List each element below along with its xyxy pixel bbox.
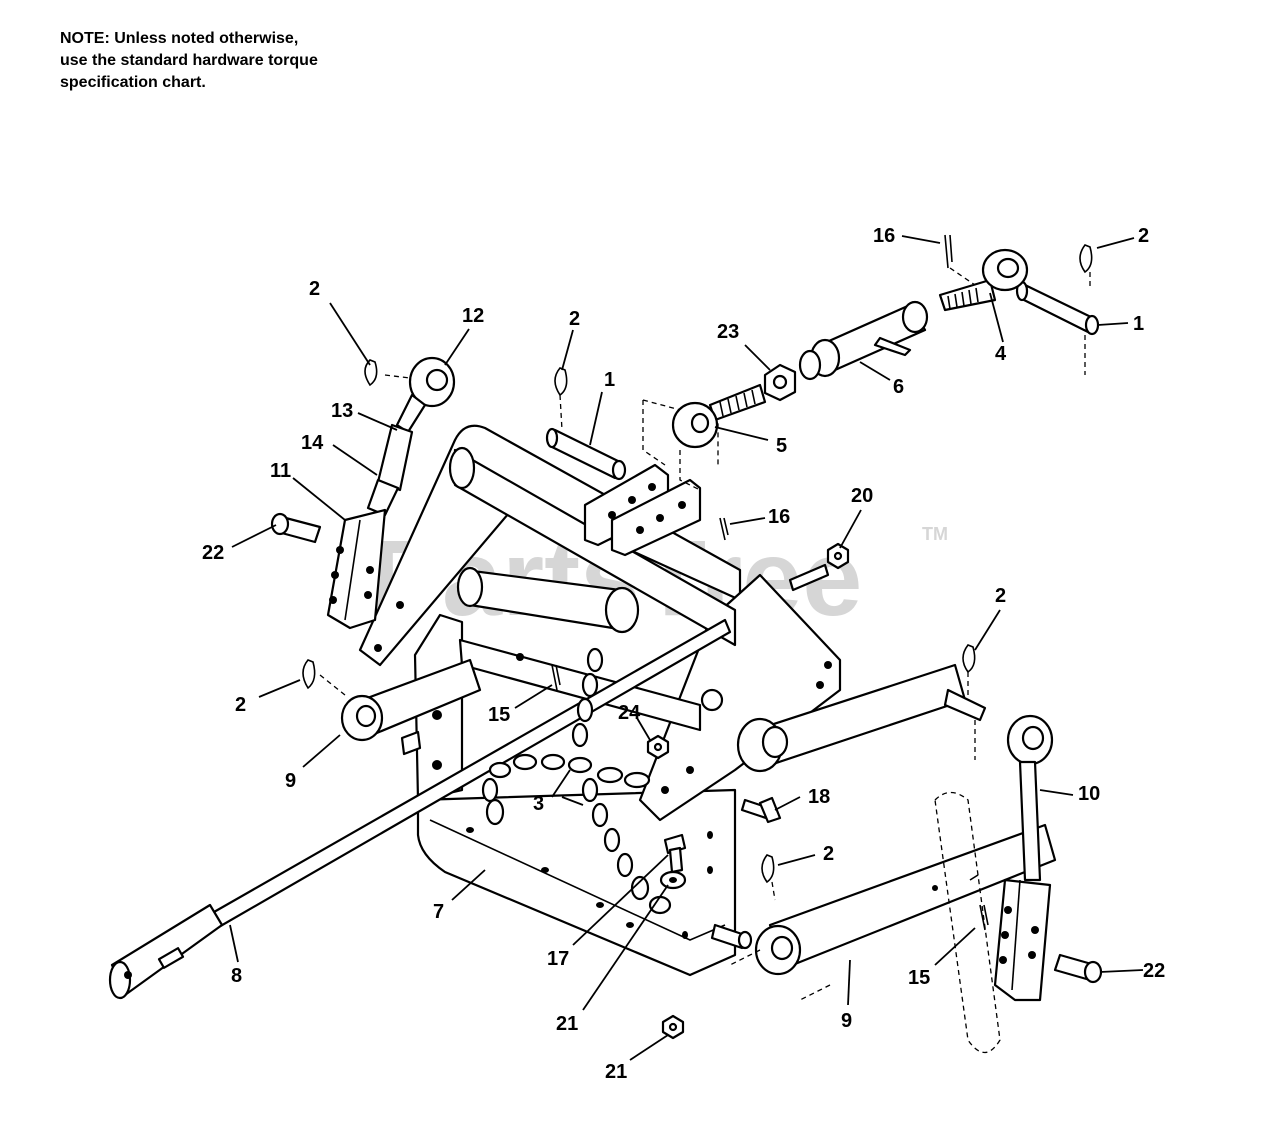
left-lift-link — [326, 356, 456, 630]
callout-2-lower: 2 — [823, 843, 834, 865]
callout-2-center: 2 — [569, 308, 580, 330]
callout-9-right: 9 — [841, 1010, 852, 1032]
callout-labels: 16 2 1 4 6 23 5 1 2 16 20 2 2 12 13 14 1… — [202, 225, 1165, 1083]
callout-12: 12 — [462, 305, 484, 327]
hardware-24-nut — [646, 734, 670, 760]
callout-23: 23 — [717, 321, 739, 343]
hardware-17-bolt — [663, 833, 687, 874]
watermark-tm: TM — [922, 524, 948, 544]
callout-17: 17 — [547, 948, 569, 970]
note-line-2: use the standard hardware torque — [60, 52, 318, 69]
hardware-19-nut-bolt — [788, 542, 850, 592]
callout-2-top-right: 2 — [1138, 225, 1149, 247]
part-22-pin-right — [1053, 953, 1103, 984]
callout-18: 18 — [808, 786, 830, 808]
callout-3: 3 — [533, 793, 544, 815]
callout-5: 5 — [776, 435, 787, 457]
hairpin-clips — [302, 234, 1093, 931]
callout-16-top: 16 — [873, 225, 895, 247]
callout-19: 20 — [851, 485, 873, 507]
part-22-pin-left — [270, 512, 322, 544]
callout-4: 4 — [995, 343, 1007, 365]
callout-2-left-top: 2 — [309, 278, 320, 300]
center-bracket — [583, 399, 719, 557]
callout-8: 8 — [231, 965, 242, 987]
callout-24: 24 — [618, 702, 641, 724]
hardware-20-washer — [659, 870, 687, 890]
hardware-21-nut — [661, 1014, 685, 1040]
hardware-18-bolt — [740, 796, 782, 824]
top-link-assembly — [671, 248, 1029, 491]
callout-15-left: 15 — [488, 704, 510, 726]
callout-1-center: 1 — [604, 369, 615, 391]
callout-11: 11 — [270, 460, 291, 482]
left-lower-arm — [340, 658, 482, 756]
callout-15-right: 15 — [908, 967, 930, 989]
lever-rod — [108, 618, 732, 1000]
part-1-pin-center — [545, 427, 627, 481]
callout-7: 7 — [433, 901, 444, 923]
callout-10: 10 — [1078, 783, 1100, 805]
part-1-pin-right — [1015, 280, 1100, 375]
right-lower-arm — [729, 823, 1057, 1001]
note-line-3: specification chart. — [60, 74, 206, 91]
callout-14: 14 — [301, 432, 324, 454]
callout-22-left: 22 — [202, 542, 224, 564]
callout-1-right: 1 — [1133, 313, 1144, 335]
callout-9-left: 9 — [285, 770, 296, 792]
callout-6: 6 — [893, 376, 904, 398]
callout-leaders — [229, 235, 1144, 1061]
callout-13: 13 — [331, 400, 353, 422]
right-lift-link — [934, 714, 1054, 1054]
note-line-1: NOTE: Unless noted otherwise, — [60, 30, 299, 47]
callout-2-right: 2 — [995, 585, 1006, 607]
upper-right-arm — [736, 663, 987, 773]
pins-near-frame — [710, 923, 753, 950]
callout-16-center: 16 — [768, 506, 790, 528]
torque-note: NOTE: Unless noted otherwise, use the st… — [60, 28, 420, 94]
callout-20: 21 — [556, 1013, 578, 1035]
callout-2-left-low: 2 — [235, 694, 246, 716]
chain — [481, 647, 672, 915]
callout-22-right: 22 — [1143, 960, 1165, 982]
callout-21: 21 — [605, 1061, 627, 1083]
